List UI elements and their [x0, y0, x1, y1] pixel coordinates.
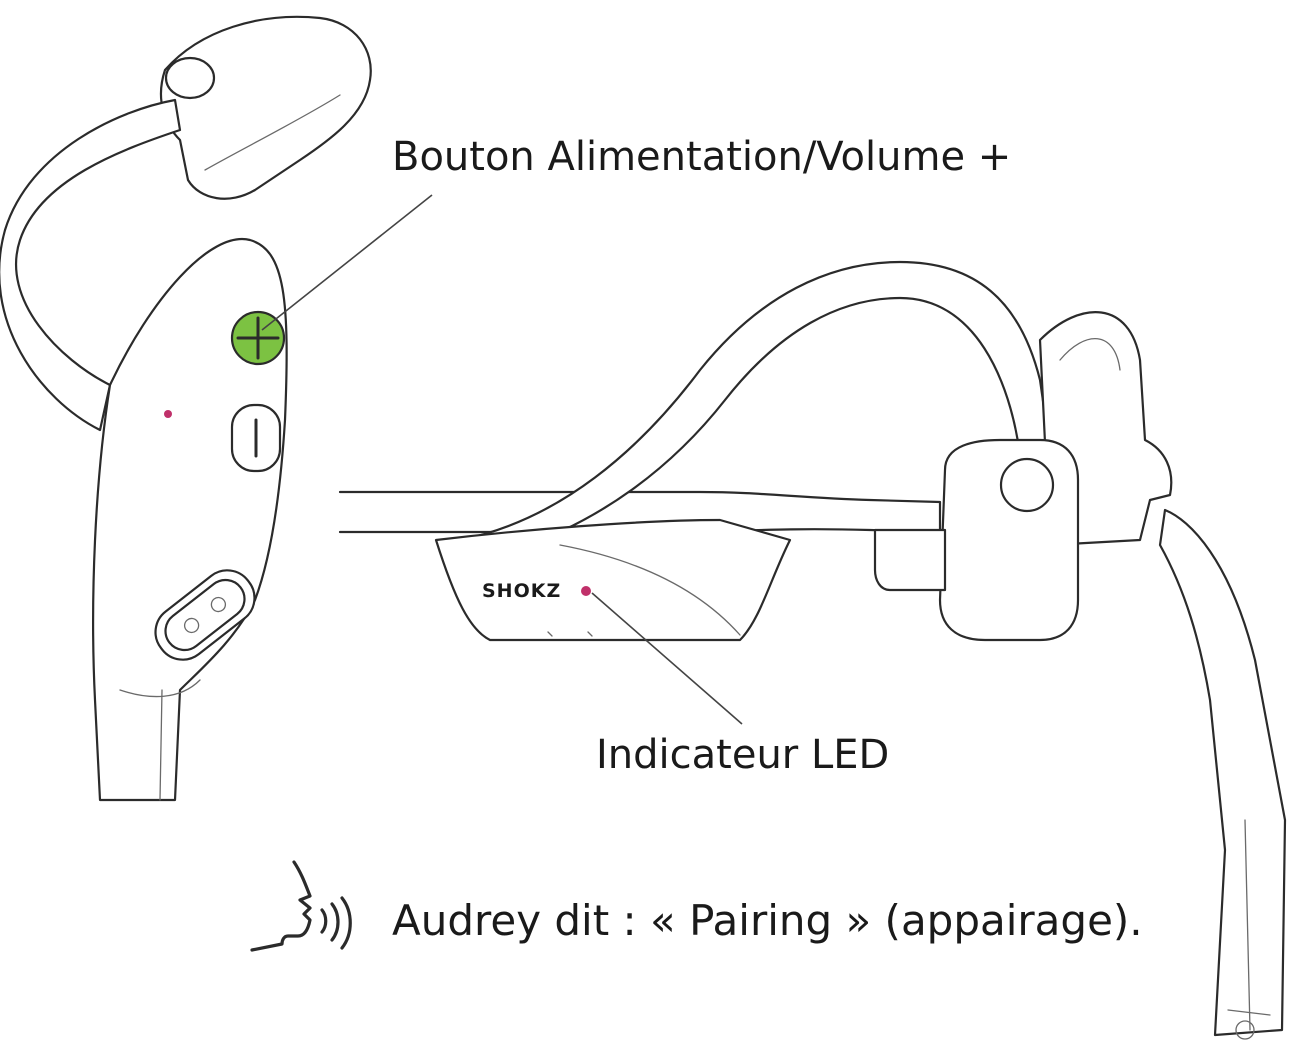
headset-side-view: SHOKZ: [338, 260, 1287, 1040]
voice-prompt-text: Audrey dit : « Pairing » (appairage).: [392, 896, 1143, 945]
led-indicator-label: Indicateur LED: [596, 732, 890, 778]
led-indicator: [581, 586, 591, 596]
led-leader-line: [591, 592, 743, 725]
front-led-dot: [164, 410, 172, 418]
brand-logo: SHOKZ: [482, 580, 561, 602]
charging-contacts: [154, 569, 256, 661]
speaking-head-icon: [250, 860, 352, 952]
power-button-leader-line: [261, 194, 433, 331]
power-volume-button-label: Bouton Alimentation/Volume +: [392, 134, 1012, 180]
headset-front-view: [0, 15, 372, 802]
